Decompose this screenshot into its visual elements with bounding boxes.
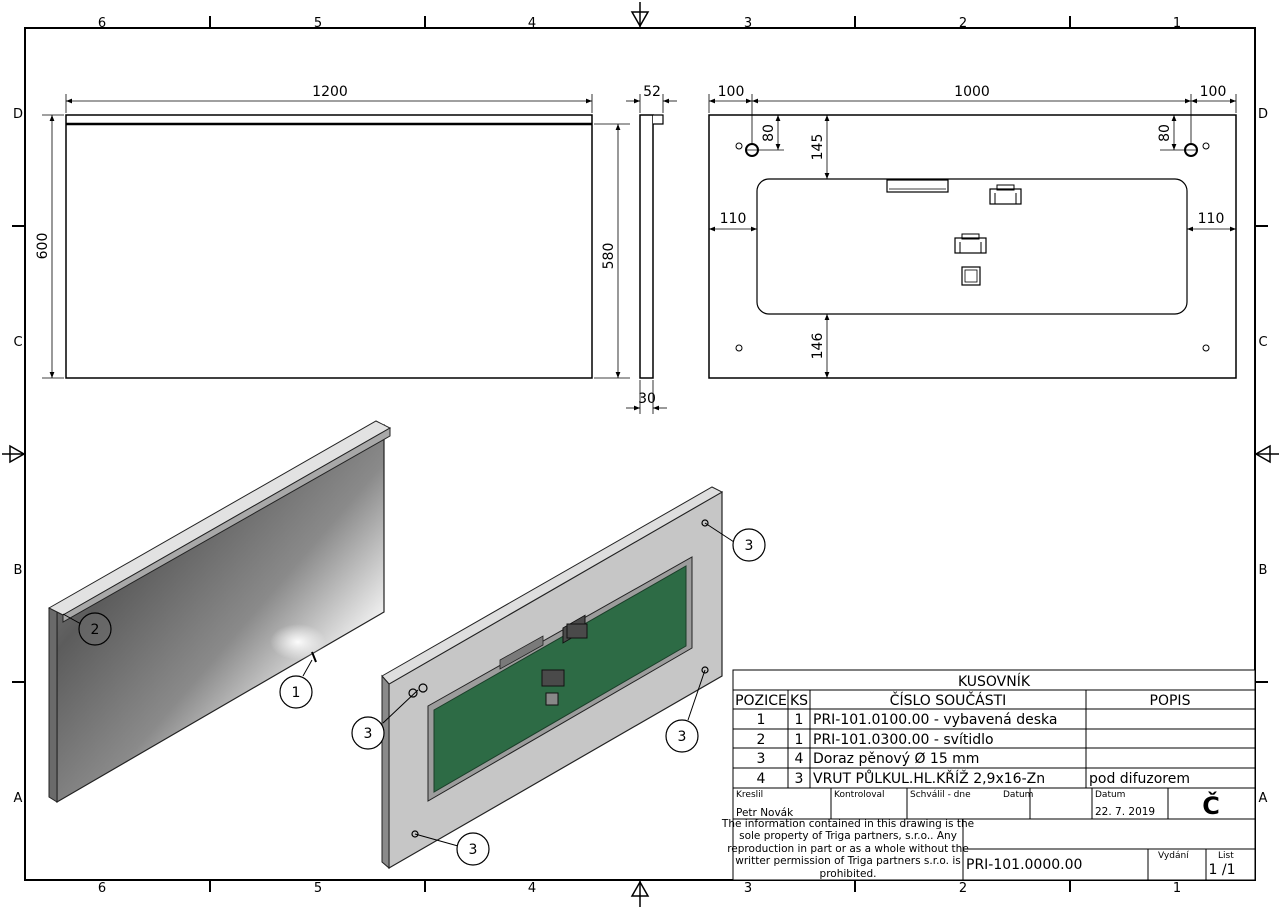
isometric-back-view bbox=[381, 486, 724, 870]
front-view bbox=[42, 94, 630, 379]
zone-row-d-right: D bbox=[1258, 107, 1268, 122]
zone-col-5-bottom: 5 bbox=[314, 881, 322, 896]
zone-col-4-top: 4 bbox=[528, 16, 536, 31]
zone-col-3-bottom: 3 bbox=[744, 881, 752, 896]
zone-col-1-top: 1 bbox=[1173, 16, 1181, 31]
ownership-note-line-1: The information contained in this drawin… bbox=[721, 818, 974, 830]
ownership-note-line-5: prohibited. bbox=[820, 868, 877, 880]
dim-back-left-margin: 100 bbox=[718, 84, 745, 100]
bom-table bbox=[732, 669, 1256, 789]
sheet-label: List bbox=[1218, 851, 1234, 861]
date-label: Datum bbox=[1095, 790, 1125, 800]
ownership-note-line-3: reproduction in part or as a whole witho… bbox=[727, 843, 969, 855]
balloon-1-label: 1 bbox=[292, 685, 301, 701]
date-value: 22. 7. 2019 bbox=[1095, 806, 1155, 818]
bom-row-4-pozice: 4 bbox=[757, 771, 766, 787]
zone-row-c-right: C bbox=[1258, 335, 1267, 350]
dim-front-width: 1200 bbox=[312, 84, 348, 100]
bom-row-1-pozice: 1 bbox=[757, 712, 766, 728]
zone-col-6-top: 6 bbox=[98, 16, 106, 31]
revision-mark: Č bbox=[1202, 790, 1220, 820]
approved-by-label: Schválil - dne bbox=[910, 790, 971, 800]
zone-col-1-bottom: 1 bbox=[1173, 881, 1181, 896]
zone-col-2-top: 2 bbox=[959, 16, 967, 31]
balloon-leaders bbox=[62, 522, 735, 847]
drawing-number: PRI-101.0000.00 bbox=[966, 857, 1082, 873]
zone-row-d-left: D bbox=[13, 107, 23, 122]
balloon-3-bottom: 3 bbox=[456, 832, 490, 866]
bom-row-2-pozice: 2 bbox=[757, 732, 766, 748]
dim-back-top: 145 bbox=[810, 134, 826, 161]
balloon-3-left-label: 3 bbox=[364, 726, 373, 742]
balloon-3-bottom-label: 3 bbox=[469, 842, 478, 858]
issue-label: Vydání bbox=[1158, 851, 1189, 861]
bom-row-4-popis: pod difuzorem bbox=[1089, 771, 1190, 787]
dim-back-hole-right: 80 bbox=[1157, 124, 1173, 142]
balloon-2: 2 bbox=[78, 612, 112, 646]
ownership-note-line-4: writter permission of Triga partners s.r… bbox=[735, 855, 960, 867]
dim-side-top: 52 bbox=[643, 84, 661, 100]
balloon-2-label: 2 bbox=[91, 622, 100, 638]
balloon-3-top-label: 3 bbox=[745, 538, 754, 554]
zone-row-c-left: C bbox=[13, 335, 22, 350]
bom-row-2-ks: 1 bbox=[795, 732, 804, 748]
dim-back-bottom: 146 bbox=[810, 333, 826, 360]
zone-row-b-left: B bbox=[14, 563, 23, 578]
dim-front-inner-height: 580 bbox=[601, 243, 617, 270]
bom-row-3-ks: 4 bbox=[795, 751, 804, 767]
zone-row-a-left: A bbox=[14, 791, 23, 806]
zone-col-5-top: 5 bbox=[314, 16, 322, 31]
balloon-3-right-label: 3 bbox=[678, 729, 687, 745]
dim-side-bottom: 30 bbox=[638, 391, 656, 407]
bom-header-part-number: ČÍSLO SOUČÁSTI bbox=[890, 691, 1007, 709]
side-view bbox=[626, 94, 677, 414]
balloon-3-left: 3 bbox=[351, 716, 385, 750]
bom-row-3-pozice: 3 bbox=[757, 751, 766, 767]
dim-back-right-margin: 100 bbox=[1200, 84, 1227, 100]
zone-col-6-bottom: 6 bbox=[98, 881, 106, 896]
balloon-1: 1 bbox=[279, 675, 313, 709]
dim-back-center: 1000 bbox=[954, 84, 990, 100]
dim-front-height: 600 bbox=[35, 233, 51, 260]
dim-back-side-left: 110 bbox=[720, 211, 747, 227]
bom-row-3-part: Doraz pěnový Ø 15 mm bbox=[813, 751, 979, 767]
checked-by-label: Kontroloval bbox=[834, 790, 885, 800]
bom-header-ks: KS bbox=[790, 693, 808, 709]
title-block bbox=[732, 787, 1256, 881]
sheet-number: 1 /1 bbox=[1209, 862, 1236, 878]
isometric-front-view bbox=[47, 420, 392, 804]
zone-ticks bbox=[12, 16, 1268, 892]
bom-row-4-ks: 3 bbox=[795, 771, 804, 787]
balloon-3-top: 3 bbox=[732, 528, 766, 562]
bom-row-1-ks: 1 bbox=[795, 712, 804, 728]
back-view bbox=[708, 94, 1237, 379]
zone-col-3-top: 3 bbox=[744, 16, 752, 31]
approved-date-label: Datum bbox=[1003, 790, 1033, 800]
bom-row-4-part: VRUT PŮLKUL.HL.KŘÍŽ 2,9x16-Zn bbox=[813, 769, 1045, 787]
bom-row-2-part: PRI-101.0300.00 - svítidlo bbox=[813, 732, 994, 748]
drawn-by-name: Petr Novák bbox=[736, 807, 794, 819]
bom-header-popis: POPIS bbox=[1150, 693, 1191, 709]
zone-row-a-right: A bbox=[1259, 791, 1268, 806]
bom-title: KUSOVNÍK bbox=[958, 673, 1031, 690]
bom-row-1-part: PRI-101.0100.00 - vybavená deska bbox=[813, 712, 1057, 728]
drawn-by-label: Kreslil bbox=[736, 790, 763, 800]
dim-back-hole-left: 80 bbox=[761, 124, 777, 142]
balloon-3-right: 3 bbox=[665, 719, 699, 753]
ownership-note-line-2: sole property of Triga partners, s.r.o..… bbox=[739, 830, 957, 842]
zone-row-b-right: B bbox=[1259, 563, 1268, 578]
zone-col-4-bottom: 4 bbox=[528, 881, 536, 896]
bom-header-pozice: POZICE bbox=[735, 693, 787, 709]
zone-col-2-bottom: 2 bbox=[959, 881, 967, 896]
dim-back-side-right: 110 bbox=[1198, 211, 1225, 227]
